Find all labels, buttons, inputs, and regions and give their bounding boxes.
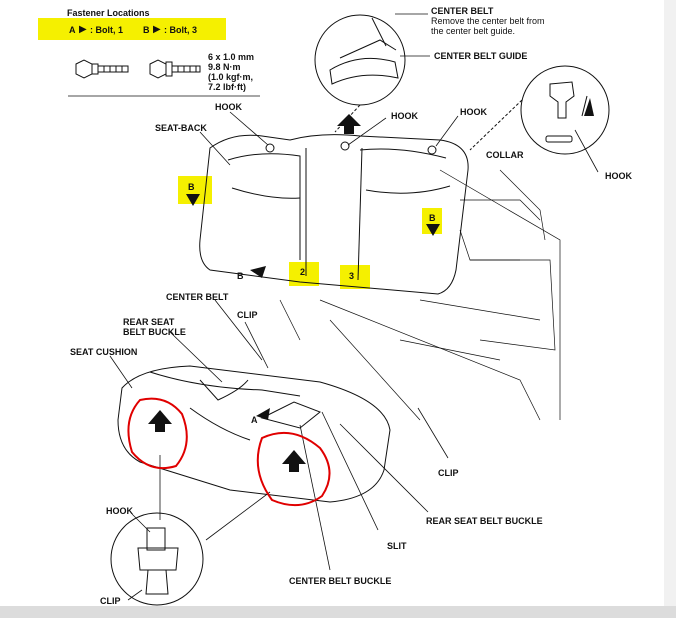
label-b-bottom: B	[237, 271, 244, 281]
label-center-belt-mid: CENTER BELT	[166, 292, 229, 302]
fastener-b-value: : Bolt, 3	[164, 25, 197, 35]
bolt-3-highlight	[340, 265, 370, 289]
label-hook-right: HOOK	[605, 171, 632, 181]
fastener-legend-highlight	[38, 18, 226, 40]
label-clip-bottom: CLIP	[100, 596, 121, 606]
bolt-a-icon	[75, 59, 129, 79]
red-annotation-left	[127, 397, 188, 470]
label-seat-cushion: SEAT CUSHION	[70, 347, 138, 357]
page-edge-right	[664, 0, 676, 606]
a-pointer-icon: ▶	[79, 24, 87, 35]
label-rear-seat-belt-buckle-left: REAR SEAT BELT BUCKLE	[123, 317, 186, 337]
label-seat-back: SEAT-BACK	[155, 123, 207, 133]
label-clip-right: CLIP	[438, 468, 459, 478]
red-annotation-center	[256, 431, 331, 507]
label-hook-bottom: HOOK	[106, 506, 133, 516]
label-center-belt: CENTER BELT	[431, 6, 494, 16]
page-edge-bottom	[0, 606, 676, 618]
label-b-left: B	[188, 182, 195, 192]
label-hook-top-left: HOOK	[215, 102, 242, 112]
label-rear-seat-belt-buckle-right: REAR SEAT BELT BUCKLE	[426, 516, 543, 526]
label-b-right: B	[429, 213, 436, 223]
label-bolt-2: 2	[300, 267, 306, 277]
label-slit: SLIT	[387, 541, 407, 551]
fastener-a-value: : Bolt, 1	[90, 25, 123, 35]
label-a: A	[251, 415, 258, 425]
label-clip-mid: CLIP	[237, 310, 258, 320]
label-collar: COLLAR	[486, 150, 524, 160]
label-center-belt-buckle: CENTER BELT BUCKLE	[289, 576, 392, 586]
label-hook-top-right: HOOK	[460, 107, 487, 117]
fastener-a-letter: A	[69, 25, 76, 35]
fastener-title: Fastener Locations	[67, 8, 150, 18]
b-pointer-icon: ▶	[153, 24, 161, 35]
label-hook-top-mid: HOOK	[391, 111, 418, 121]
fastener-spec: 6 x 1.0 mm 9.8 N·m (1.0 kgf·m, 7.2 lbf·f…	[208, 52, 255, 92]
center-belt-note: Remove the center belt from the center b…	[431, 16, 545, 36]
bolt-b-icon	[149, 59, 201, 79]
fastener-b-letter: B	[143, 25, 150, 35]
label-center-belt-guide: CENTER BELT GUIDE	[434, 51, 528, 61]
label-bolt-3: 3	[349, 271, 355, 281]
